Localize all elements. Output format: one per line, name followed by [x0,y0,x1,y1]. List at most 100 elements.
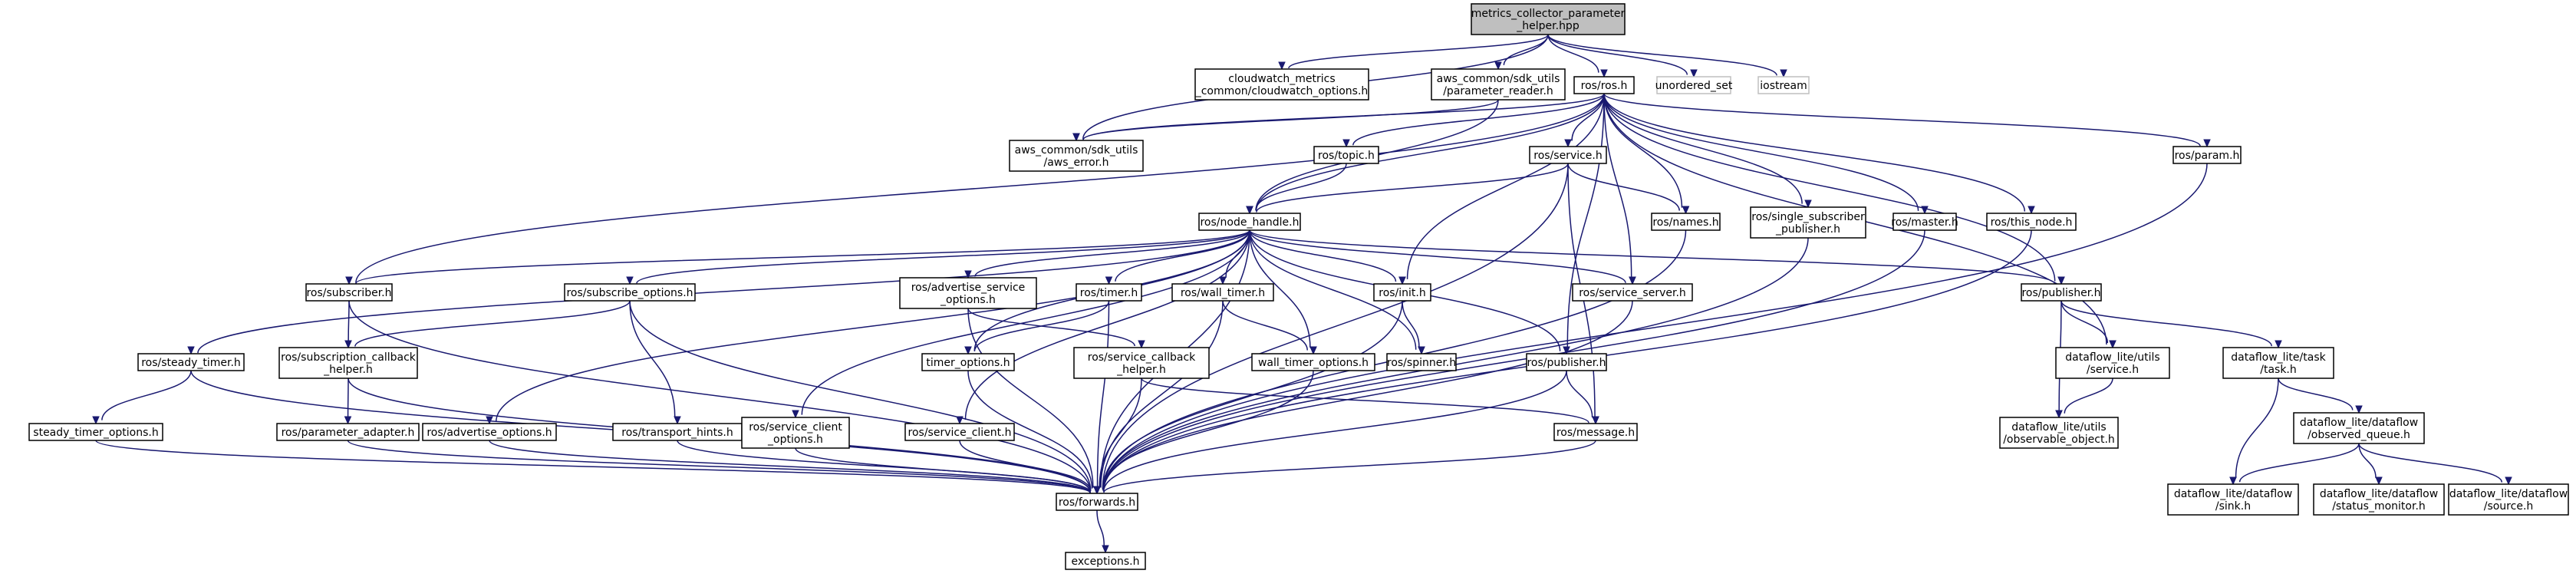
node-wall-timer-options-h[interactable]: wall_timer_options.h [1251,353,1375,371]
edge-arrowhead [344,340,352,349]
node-box [1194,68,1369,101]
edge-master-to-forwards [1093,229,1925,495]
edge-line [1249,229,1397,282]
node-box [276,423,420,441]
node-ros-message-h[interactable]: ros/message.h [1553,423,1638,441]
node-dataflow-lite-dataflow-sink-h[interactable]: dataflow_lite/dataflow/sink.h [2167,483,2299,516]
node-box [1986,213,2077,231]
node-unordered-set[interactable]: unordered_set [1655,76,1733,94]
edge-init-to-forwards [1093,300,1403,495]
edge-line [1406,93,1605,279]
node-dataflow-lite-dataflow-source-h[interactable]: dataflow_lite/dataflow/source.h [2448,483,2569,516]
edge-arrowhead [964,346,972,355]
node-ros-spinner-h[interactable]: ros/spinner.h [1386,353,1457,371]
node-ros-parameter-adapter-h[interactable]: ros/parameter_adapter.h [276,423,420,441]
node-timer-options-h[interactable]: timer_options.h [921,353,1015,371]
node-label: ros/spinner.h [1387,357,1456,369]
node-ros-service-client-h[interactable]: ros/service_client.h [904,423,1015,441]
edge-line [1256,163,1569,213]
node-label: /observable_object.h [2003,434,2115,446]
node-label: metrics_collector_parameter [1471,8,1626,20]
node-ros-service-h[interactable]: ros/service.h [1529,146,1607,164]
node-dataflow-lite-task-task-h[interactable]: dataflow_lite/task/task.h [2222,347,2334,379]
node-ros-service-callback-helper-h[interactable]: ros/service_callback_helper.h [1073,347,1210,379]
edge-nodehandle-to-advopts [486,229,1250,425]
node-ros-transport-hints-h[interactable]: ros/transport_hints.h [612,423,743,441]
edge-rosh-to-awserr [1072,93,1605,142]
node-label: /aws_error.h [1044,157,1109,169]
node-box [2222,347,2334,379]
node-ros-advertise-service-options-h[interactable]: ros/advertise_service_options.h [899,277,1037,309]
node-ros-advertise-options-h[interactable]: ros/advertise_options.h [422,423,557,441]
node-box [1065,552,1146,570]
node-ros-init-h[interactable]: ros/init.h [1373,283,1431,302]
node-steady-timer-options-h[interactable]: steady_timer_options.h [28,423,163,441]
node-ros-steady-timer-h[interactable]: ros/steady_timer.h [137,353,245,371]
node-label: ros/ros.h [1581,80,1628,92]
node-ros-param-h[interactable]: ros/param.h [2172,146,2242,164]
node-box [137,353,245,371]
node-box [2055,347,2170,379]
edge-line [2064,378,2113,414]
node-ros-this-node-h[interactable]: ros/this_node.h [1986,213,2077,231]
node-label: _helper.hpp [1516,20,1580,32]
edge-line [1249,229,1417,350]
node-ros-publisher-h[interactable]: ros/publisher.h [2021,283,2102,302]
edge-arrowhead [2028,206,2035,215]
node-aws-common-sdk-utils-aws-error-h[interactable]: aws_common/sdk_utils/aws_error.h [1009,140,1144,172]
node-metrics-collector-parameter-helper-hpp[interactable]: metrics_collector_parameter_helper.hpp [1471,3,1626,35]
edge-arrowhead [2057,276,2065,285]
node-label: timer_options.h [926,357,1010,369]
edge-arrowhead [1563,346,1570,355]
node-label: /observed_queue.h [2308,429,2410,441]
node-ros-master-h[interactable]: ros/master.h [1891,213,1958,231]
node-ros-names-h[interactable]: ros/names.h [1651,213,1721,231]
node-box [921,353,1015,371]
node-ros-single-subscriber-publisher-h[interactable]: ros/single_subscriber_publisher.h [1750,206,1866,239]
node-ros-node-handle-h[interactable]: ros/node_handle.h [1198,213,1301,231]
node-dataflow-lite-dataflow-status-monitor-h[interactable]: dataflow_lite/dataflow/status_monitor.h [2313,483,2445,516]
node-ros-subscription-callback-helper-h[interactable]: ros/subscription_callback_helper.h [278,347,418,379]
edge-line [1102,163,1569,490]
node-label: cloudwatch_metrics [1228,73,1335,85]
node-box [1573,76,1635,94]
edge-dfservice-to-observable [2055,378,2113,419]
node-label: _helper.h [1116,364,1166,376]
node-aws-common-sdk-utils-parameter-reader-h[interactable]: aws_common/sdk_utils/parameter_reader.h [1431,68,1566,101]
node-ros-service-client-options-h[interactable]: ros/service_client_options.h [741,417,850,449]
node-cloudwatch-metrics-common-cloudwatch-options-h[interactable]: cloudwatch_metrics_common/cloudwatch_opt… [1194,68,1369,101]
edge-arrowhead [1682,206,1690,215]
node-dataflow-lite-dataflow-observed-queue-h[interactable]: dataflow_lite/dataflow/observed_queue.h [2293,412,2425,444]
node-label: /sink.h [2215,500,2251,513]
edge-arrowhead [1418,346,1425,355]
node-ros-service-server-h[interactable]: ros/service_server.h [1572,283,1693,302]
node-ros-ros-h[interactable]: ros/ros.h [1573,76,1635,94]
edge-arrowhead [674,416,681,425]
node-label: ros/this_node.h [1991,216,2073,229]
edge-line [1102,229,1925,492]
node-ros-wall-timer-h[interactable]: ros/wall_timer.h [1171,283,1274,302]
node-iostream[interactable]: iostream [1757,76,1810,94]
node-label: ros/advertise_service [911,282,1026,294]
node-label: ros/subscription_callback [281,351,417,364]
node-exceptions-h[interactable]: exceptions.h [1065,552,1146,570]
node-ros-timer-h[interactable]: ros/timer.h [1076,283,1142,302]
node-ros-subscriber-h[interactable]: ros/subscriber.h [305,283,393,302]
edge-rosh-to-publisher1 [1603,93,2065,285]
edge-publisher2-to-forwards [1093,370,1567,495]
node-ros-publisher-h[interactable]: ros/publisher.h [1526,353,1607,371]
edge-line [1603,93,2026,212]
node-label: /task.h [2260,364,2297,376]
edge-line [1402,300,1420,348]
node-dataflow-lite-utils-observable-object-h[interactable]: dataflow_lite/utils/observable_object.h [1999,417,2119,449]
node-label: ros/transport_hints.h [621,427,733,439]
node-box [1553,423,1638,441]
node-ros-topic-h[interactable]: ros/topic.h [1313,146,1379,164]
edge-line [1603,93,2056,282]
edge-arrowhead [344,416,352,425]
node-ros-forwards-h[interactable]: ros/forwards.h [1056,493,1138,511]
edge-rosh-to-param [1603,93,2211,148]
node-dataflow-lite-utils-service-h[interactable]: dataflow_lite/utils/service.h [2055,347,2170,379]
edge-line [1096,509,1105,546]
node-ros-subscribe-options-h[interactable]: ros/subscribe_options.h [564,283,696,302]
